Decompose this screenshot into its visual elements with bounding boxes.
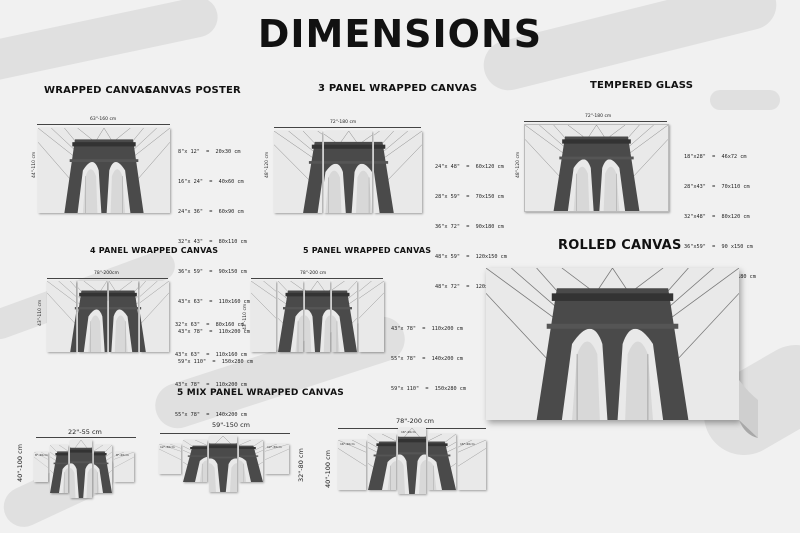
label-rolled-canvas: ROLLED CANVAS [558, 238, 682, 253]
mix-b-panel-5 [265, 444, 289, 474]
four-panel-2 [78, 281, 107, 352]
page-title: DIMENSIONS [257, 12, 543, 56]
mix-c-panel-4 [428, 434, 456, 490]
rolled-canvas-curl [739, 380, 758, 438]
height-dimension: 44"-110 cm [32, 151, 37, 178]
five-panel-3 [305, 281, 330, 352]
size-item: 32"x 63" = 80x160 cm [175, 322, 244, 328]
width-dimension: 22"-55 cm [68, 428, 102, 436]
width-dimension: 63"-160 cm [90, 117, 117, 122]
width-dimension: 72"-180 cm [330, 120, 357, 125]
size-item: 43"x 78" = 110x200 cm [175, 382, 247, 388]
height-dimension: 32"-80 cm [297, 448, 305, 482]
height-dimension: 48"-120 cm [265, 151, 270, 178]
three-panel-middle [324, 131, 372, 213]
size-item: 18"x28" = 46x72 cm [684, 154, 747, 160]
panel-size: 16"-40cm [460, 442, 475, 446]
mix-c-panel-5 [458, 440, 486, 490]
size-item: 28"x 59" = 70x150 cm [435, 194, 504, 200]
five-panel-5 [359, 281, 384, 352]
label-4-panel: 4 PANEL WRAPPED CANVAS [90, 246, 219, 255]
panel-size: 8"-20cm [116, 453, 129, 457]
three-panel-right [374, 131, 422, 213]
four-panel-4 [140, 281, 169, 352]
height-dimension: 43"-110 cm [243, 303, 248, 330]
width-dimension-line [274, 127, 421, 128]
mix-c-panel-2 [368, 434, 396, 490]
four-panel-sizes: 32"x 63" = 80x160 cm 43"x 63" = 110x160 … [175, 300, 247, 430]
size-item: 32"x 43" = 80x110 cm [178, 239, 247, 245]
height-dimension: 40"-100 cm [16, 444, 24, 482]
size-item: 8"x 12" = 20x30 cm [178, 149, 241, 155]
tempered-glass-image [524, 124, 669, 212]
width-dimension-line [37, 124, 170, 125]
canvas-poster-sizes: 8"x 12" = 20x30 cm 16"x 24" = 40x60 cm 2… [178, 127, 253, 377]
height-dimension: 43"-110 cm [38, 299, 43, 326]
width-dimension-line [160, 433, 290, 434]
size-item: 36"x59" = 90 x150 cm [684, 244, 753, 250]
size-item: 55"x 78" = 140x200 cm [391, 356, 463, 362]
label-canvas-poster: CANVAS POSTER [145, 85, 241, 96]
label-wrapped-canvas: WRAPPED CANVAS [44, 85, 152, 96]
size-item: 36"x 72" = 90x180 cm [435, 224, 504, 230]
wrapped-canvas-image [38, 128, 170, 213]
mix-b-panel-4 [239, 440, 263, 482]
mix-c-panel-1 [338, 440, 366, 490]
size-item: 43"x 78" = 110x200 cm [391, 326, 463, 332]
height-dimension: 40"-100 cm [324, 450, 332, 488]
rolled-canvas-image [486, 268, 739, 420]
mix-a-panel-3 [70, 440, 92, 498]
panel-size: 8"-20cm [35, 453, 48, 457]
width-dimension: 72"-180 cm [585, 114, 612, 119]
size-item: 59"x 110" = 150x280 cm [178, 359, 253, 365]
five-panel-2 [278, 281, 303, 352]
three-panel-left [274, 131, 322, 213]
size-item: 28"x43" = 70x110 cm [684, 184, 750, 190]
width-dimension-line [524, 121, 667, 122]
mix-a-panel-4 [94, 445, 112, 493]
size-item: 36"x 59" = 90x150 cm [178, 269, 247, 275]
size-item: 43"x 63" = 110x160 cm [178, 299, 250, 305]
mix-a-panel-5 [114, 452, 134, 482]
size-item: 43"x 78" = 110x200 cm [178, 329, 250, 335]
panel-size: 16"-40cm [340, 442, 355, 446]
label-3-panel: 3 PANEL WRAPPED CANVAS [318, 83, 478, 94]
size-item: 59"x 110" = 150x280 cm [391, 386, 466, 392]
five-panel-sizes: 43"x 78" = 110x200 cm 55"x 78" = 140x200… [391, 304, 466, 404]
width-dimension-line [36, 437, 136, 438]
mix-a-panel-2 [50, 445, 68, 493]
mix-b-panel-2 [183, 440, 207, 482]
size-item: 24"x 36" = 60x90 cm [178, 209, 244, 215]
size-item: 24"x 48" = 60x120 cm [435, 164, 504, 170]
size-item: 48"x 59" = 120x150 cm [435, 254, 507, 260]
background-shape [710, 90, 780, 110]
panel-size: 16"-40cm [401, 430, 416, 434]
width-dimension: 78"-200 cm [300, 271, 327, 276]
width-dimension-line [251, 278, 383, 279]
panel-size: 12"-30cm [160, 445, 175, 449]
five-panel-4 [332, 281, 357, 352]
width-dimension-line [47, 278, 168, 279]
label-tempered-glass: TEMPERED GLASS [590, 80, 694, 91]
four-panel-3 [109, 281, 138, 352]
four-panel-1 [47, 281, 76, 352]
label-5-panel: 5 PANEL WRAPPED CANVAS [303, 246, 432, 255]
size-item: 43"x 63" = 110x160 cm [175, 352, 247, 358]
size-item: 55"x 78" = 140x200 cm [175, 412, 247, 418]
size-item: 32"x48" = 80x120 cm [684, 214, 750, 220]
width-dimension: 59"-150 cm [212, 421, 250, 429]
mix-a-panel-1 [34, 452, 48, 482]
mix-b-panel-3 [209, 436, 237, 492]
size-item: 16"x 24" = 40x60 cm [178, 179, 244, 185]
mix-b-panel-1 [159, 444, 181, 474]
panel-size: 12"-30cm [267, 445, 282, 449]
width-dimension: 78"-200cm [94, 271, 119, 276]
five-panel-1 [251, 281, 276, 352]
mix-c-panel-3 [398, 428, 426, 494]
label-5-mix-panel: 5 MIX PANEL WRAPPED CANVAS [177, 388, 344, 398]
height-dimension: 48"-120 cm [516, 151, 521, 178]
width-dimension: 78"-200 cm [396, 417, 434, 425]
